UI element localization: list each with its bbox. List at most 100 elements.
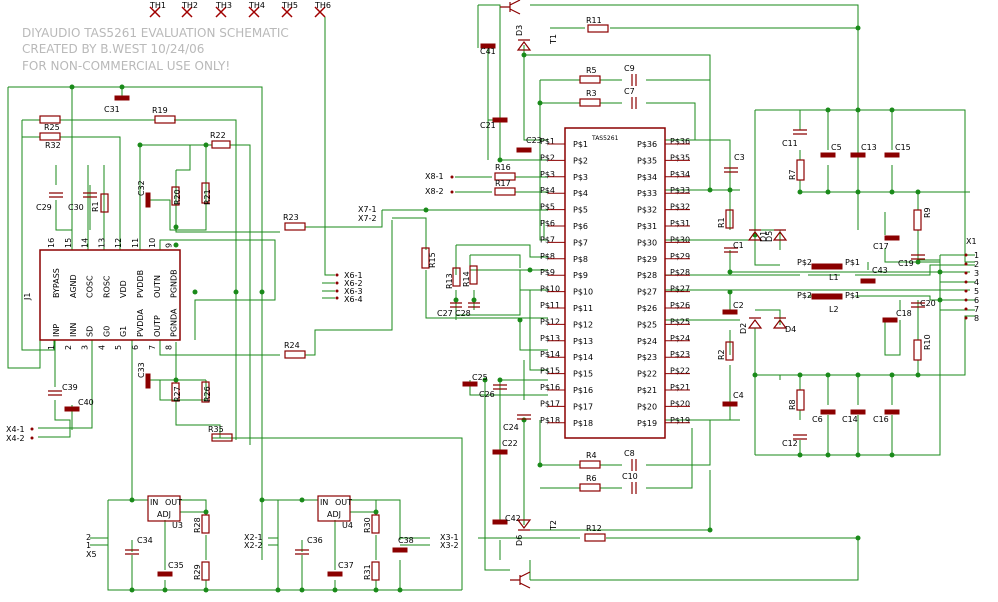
svg-text:X6-3: X6-3 (344, 287, 363, 296)
x1-pin-6: 6 (974, 296, 979, 305)
svg-text:C36: C36 (307, 536, 323, 545)
svg-text:T1: T1 (549, 34, 558, 45)
j1-top-num-8: 9 (165, 243, 174, 248)
u1-right-pin-label-23: P$23 (670, 350, 690, 359)
capacitor-c26: C26 (479, 384, 507, 399)
resistor-r24 (284, 350, 306, 359)
j1-label: J1 (23, 293, 32, 301)
resistors: R25 R32 R19 R22 R23 R24 R35 R16 R17 R11 … (39, 16, 609, 542)
th3-label: TH3 (215, 1, 232, 10)
capacitor-c16: C16 (873, 409, 900, 424)
test-point-th2: TH2 (181, 1, 198, 18)
svg-text:X2-2: X2-2 (244, 541, 263, 550)
capacitor-c10: C10 (622, 472, 638, 494)
svg-text:OUT: OUT (165, 498, 182, 507)
u1-left-pin-label-7: P$7 (540, 235, 555, 244)
capacitor-c5: C5 (820, 143, 842, 158)
resistor-r7 (796, 159, 805, 181)
svg-text:C4: C4 (733, 391, 744, 400)
u1-left-pin-inner-3: P$3 (573, 173, 588, 182)
svg-text:ADJ: ADJ (327, 510, 341, 519)
u1-left-pin-label-18: P$18 (540, 416, 560, 425)
j1-top-pin-4: ROSC (102, 275, 111, 298)
u1-left-pin-label-12: P$12 (540, 317, 560, 326)
r5-label: R5 (586, 66, 597, 75)
r2-label: R2 (717, 349, 726, 360)
j1-top-num-4: 13 (97, 238, 106, 248)
svg-text:X3-2: X3-2 (440, 541, 459, 550)
diode-d5: D5 (765, 229, 788, 242)
capacitor-c22: C22 (492, 439, 518, 455)
u1-left-pin-label-2: P$2 (540, 153, 555, 162)
j1-bottom-pin-7: OUTP (153, 315, 162, 337)
u1-left-pin-inner-15: P$15 (573, 370, 593, 379)
j1-bottom-pin-3: SD (86, 326, 95, 337)
r26-label: R26 (203, 386, 212, 402)
capacitor-c33: C33 (137, 362, 151, 389)
svg-text:C25: C25 (472, 373, 488, 382)
j1-top-num-2: 15 (64, 238, 73, 248)
svg-text:C17: C17 (873, 242, 889, 251)
svg-text:C38: C38 (398, 536, 414, 545)
resistor-r1-left (100, 193, 109, 213)
regulator-u3: IN OUT ADJ U3 (147, 495, 183, 530)
u1-left-pin-inner-16: P$16 (573, 386, 593, 395)
j1-bottom-pin-5: G1 (119, 326, 128, 337)
capacitor-c21: C21 (480, 117, 508, 130)
diode-d4: D4 (772, 317, 796, 334)
j1-top-pin-1: BYPASS (52, 268, 61, 298)
u1-right-pin-label-35: P$35 (670, 153, 690, 162)
inductor-l2: L2 P$2 P$1 (797, 291, 860, 314)
junctions (69, 25, 943, 593)
resistors-vertical: R1 R20 R21 R27 R26 R15 R13 R14 R1 R2 R7 … (91, 159, 932, 581)
svg-text:IN: IN (320, 498, 328, 507)
j1-bottom-pin-4: G0 (102, 326, 111, 337)
svg-text:L1: L1 (829, 273, 839, 282)
j1-bottom-num-3: 3 (81, 345, 90, 350)
svg-text:X6-2: X6-2 (344, 279, 363, 288)
u1-left-pin-inner-18: P$18 (573, 419, 593, 428)
svg-text:X8-2: X8-2 (425, 187, 444, 196)
th4-label: TH4 (248, 1, 265, 10)
u1-right-pin-label-19: P$19 (670, 416, 690, 425)
resistor-r12 (584, 533, 606, 542)
x1-pin-2: 2 (974, 260, 979, 269)
svg-text:C37: C37 (338, 561, 354, 570)
x1-pin-dot (964, 253, 968, 257)
u1-left-pin-inner-10: P$10 (573, 288, 593, 297)
capacitor-c31: C31 (104, 95, 130, 114)
x1-pin-4: 4 (974, 278, 979, 287)
x1-pin-dot (964, 262, 968, 266)
u1-left-pin-label-4: P$4 (540, 186, 555, 195)
resistor-r17 (494, 187, 516, 196)
connector-x5: 2 1 X5 (86, 533, 97, 559)
svg-text:C35: C35 (168, 561, 184, 570)
u1-left-pin-inner-7: P$7 (573, 238, 588, 247)
svg-text:X8-1: X8-1 (425, 172, 444, 181)
j1-bottom-pin-8: PGNDA (170, 308, 179, 337)
u1-left-pin-label-3: P$3 (540, 170, 555, 179)
svg-text:1: 1 (86, 541, 91, 550)
svg-text:X4-1: X4-1 (6, 425, 25, 434)
j1-top-num-3: 14 (81, 238, 90, 248)
u1-right-pin-inner-22: P$22 (637, 370, 657, 379)
u1-left-pin-inner-9: P$9 (573, 271, 588, 280)
u1-right-pin-label-28: P$28 (670, 268, 690, 277)
r25-label: R25 (44, 123, 60, 132)
u1-left-pin-label-11: P$11 (540, 301, 560, 310)
u1-left-pin-inner-13: P$13 (573, 337, 593, 346)
r9-label: R9 (923, 207, 932, 218)
resistor-r19 (154, 115, 176, 124)
x1-pin-8: 8 (974, 314, 979, 323)
connector-x2: X2-1 X2-2 (244, 533, 263, 550)
svg-text:C6: C6 (812, 415, 823, 424)
u1-right-pin-label-24: P$24 (670, 334, 690, 343)
test-point-th5: TH5 (281, 1, 298, 18)
u1-left-pin-label-14: P$14 (540, 350, 560, 359)
svg-text:D4: D4 (785, 325, 796, 334)
chip-name: TAS5261 (591, 135, 619, 142)
u1-left-pin-label-13: P$13 (540, 334, 560, 343)
svg-text:C26: C26 (479, 390, 495, 399)
capacitor-c4: C4 (722, 391, 744, 407)
